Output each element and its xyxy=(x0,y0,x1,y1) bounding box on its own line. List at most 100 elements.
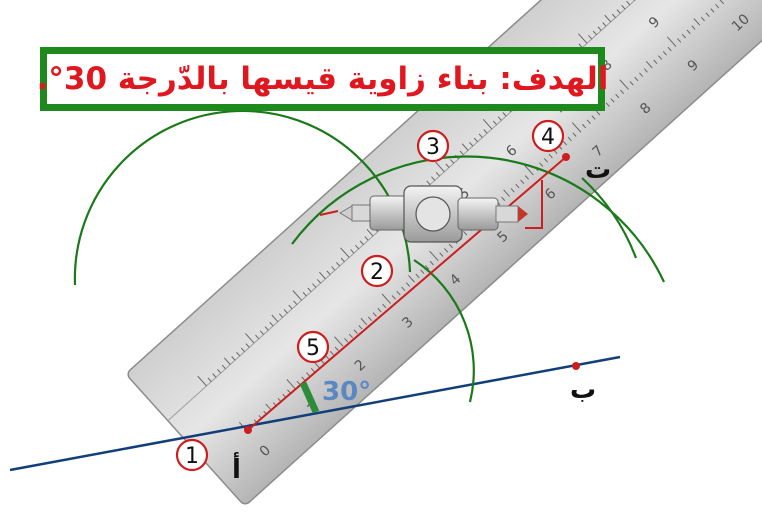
ruler-tick xyxy=(615,93,620,99)
ruler-tick xyxy=(524,175,529,180)
ruler-ticks-lower xyxy=(238,0,724,433)
ruler-tick xyxy=(319,271,326,280)
ruler-tick xyxy=(231,356,236,361)
ruler-tick xyxy=(382,303,387,309)
perpendicular-mark xyxy=(525,180,543,229)
ruler-tick xyxy=(653,59,658,65)
ruler-tick xyxy=(543,158,549,163)
ruler-tick xyxy=(293,300,298,305)
ruler-tick xyxy=(469,142,474,147)
ruler-tick xyxy=(463,230,468,236)
step-marker-4: 4 xyxy=(531,119,565,153)
ruler-tick xyxy=(524,165,534,176)
ruler-tick xyxy=(483,129,488,134)
ruler-tick xyxy=(207,377,212,382)
ruler-tick xyxy=(586,119,591,124)
ruler-tick xyxy=(497,116,502,121)
compass-hinge xyxy=(415,196,451,232)
point-a xyxy=(244,426,252,434)
point-b-label: ب xyxy=(570,375,596,405)
step-marker-3: 3 xyxy=(416,129,450,163)
point-t-label: ت xyxy=(585,155,611,185)
ruler-tick xyxy=(269,321,274,327)
ruler-tick xyxy=(681,33,686,39)
ruler-tick xyxy=(602,22,607,27)
ruler-tick xyxy=(645,60,653,69)
ruler-tick xyxy=(364,236,369,241)
ruler-tick xyxy=(429,260,434,266)
ruler-tick xyxy=(326,270,331,275)
ruler-tick xyxy=(426,180,431,185)
ruler-tick xyxy=(292,290,303,301)
ruler-tick xyxy=(429,250,439,262)
ruler-tick xyxy=(539,162,544,167)
ruler-tick xyxy=(571,122,582,133)
angle-arc-mark xyxy=(299,381,320,414)
ruler-tick xyxy=(344,338,349,343)
step-1-label: 1 xyxy=(185,444,199,469)
ruler-tick xyxy=(377,308,382,313)
compass-right-joint xyxy=(457,197,499,231)
ruler-tick xyxy=(212,373,217,378)
ruler-tick xyxy=(596,111,601,116)
ruler-tick xyxy=(473,137,478,143)
ruler-tick xyxy=(693,18,701,26)
point-a-label: أ xyxy=(232,452,241,485)
ruler-tick xyxy=(259,330,264,335)
ruler-tick xyxy=(710,8,715,13)
ruler-tick xyxy=(662,51,667,56)
ruler-tick xyxy=(666,36,677,47)
ruler-tick xyxy=(448,243,453,249)
arc-step-3-right xyxy=(581,177,638,259)
ruler-tick xyxy=(316,279,322,284)
ruler-tick xyxy=(578,43,583,48)
ruler-tick xyxy=(255,334,260,340)
ruler-tick xyxy=(715,3,720,9)
ruler-tick xyxy=(562,141,568,146)
ruler-tick xyxy=(350,249,355,254)
ruler-tick xyxy=(577,33,588,44)
ruler-tick xyxy=(240,347,245,353)
ruler-tick xyxy=(197,375,207,387)
ruler-tick xyxy=(435,172,440,177)
ruler-tick xyxy=(611,13,616,18)
ruler-tick xyxy=(482,118,493,130)
ruler-tick xyxy=(450,159,455,164)
ruler-tick xyxy=(445,163,450,168)
ruler-tick xyxy=(359,240,364,245)
arc-step-3 xyxy=(291,155,665,283)
step-5-label: 5 xyxy=(306,336,320,361)
step-4-label: 4 xyxy=(541,125,555,150)
ruler-tick xyxy=(605,102,610,107)
step-3-circle xyxy=(416,129,450,163)
ruler-tick xyxy=(520,179,525,184)
step-2-label: 2 xyxy=(370,260,384,285)
step-1-circle xyxy=(175,438,209,472)
ruler-tick xyxy=(714,0,724,5)
ruler-tick xyxy=(431,176,436,181)
ruler-tick xyxy=(391,295,396,300)
ruler-tick xyxy=(420,269,425,274)
ruler-tick xyxy=(401,286,406,292)
ruler-tick xyxy=(329,350,334,356)
step-marker-2: 2 xyxy=(360,254,394,288)
point-b xyxy=(572,362,580,370)
ruler-tick xyxy=(620,89,625,95)
ruler-tick xyxy=(278,313,283,318)
ruler-tick xyxy=(459,150,464,156)
ruler-tick xyxy=(405,282,411,287)
ruler-tick xyxy=(439,252,444,257)
ruler-tick xyxy=(581,123,587,129)
ruler-tick xyxy=(307,287,312,293)
ruler-tick xyxy=(629,81,634,86)
ruler-tick xyxy=(217,369,222,374)
ruler-tick xyxy=(502,112,507,117)
ruler-tick xyxy=(366,229,374,237)
compass xyxy=(339,185,528,243)
ruler-tick xyxy=(619,79,629,90)
ruler-tick xyxy=(626,0,631,6)
ruler-tick xyxy=(408,275,415,283)
ruler-tick xyxy=(501,196,506,202)
ruler-tick xyxy=(478,133,483,138)
